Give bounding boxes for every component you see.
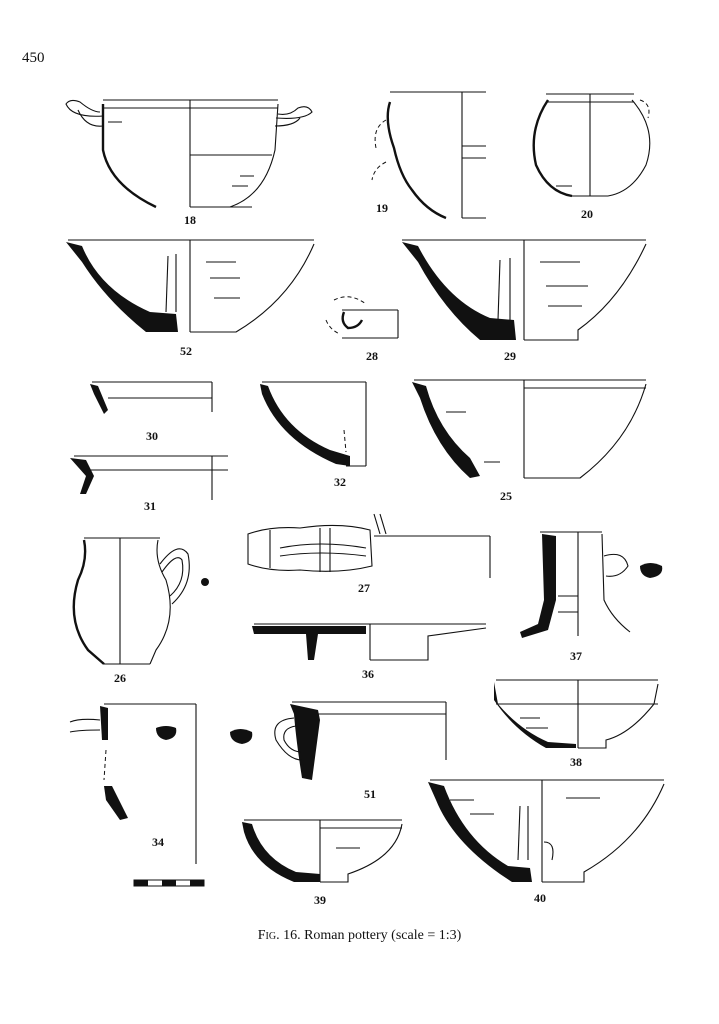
vessel-29-label: 29 <box>504 349 516 363</box>
vessel-29-drawing <box>402 239 647 341</box>
vessel-51-label: 51 <box>364 787 376 801</box>
vessel-30-drawing <box>90 381 213 414</box>
vessel-39-drawing <box>242 819 403 883</box>
vessel-37-drawing <box>520 531 663 638</box>
vessel-25-drawing <box>412 379 647 479</box>
vessel-40-drawing <box>428 779 665 883</box>
vessel-39-label: 39 <box>314 893 326 907</box>
vessel-30-label: 30 <box>146 429 158 443</box>
figure-number: Fig. 16. <box>257 928 301 943</box>
vessel-36-label: 36 <box>362 667 374 681</box>
vessel-40-label: 40 <box>534 891 546 905</box>
page-number: 450 <box>22 50 45 66</box>
vessel-28-label: 28 <box>366 349 378 363</box>
vessel-31-label: 31 <box>144 499 156 513</box>
vessel-32-label: 32 <box>334 475 346 489</box>
figure-caption: Fig. 16. Roman pottery (scale = 1:3) <box>0 928 719 944</box>
vessel-36-drawing <box>252 623 487 661</box>
vessel-34-drawing <box>69 703 197 864</box>
scale-bar <box>133 879 205 887</box>
vessel-18-label: 18 <box>184 213 196 227</box>
vessel-27-label: 27 <box>358 581 370 595</box>
vessel-38-drawing <box>494 679 659 749</box>
vessel-18-drawing <box>65 99 313 209</box>
vessel-26-label: 26 <box>114 671 126 685</box>
figure-caption-text: Roman pottery (scale = 1:3) <box>300 928 462 943</box>
vessel-38-label: 38 <box>570 755 582 769</box>
vessel-52-drawing <box>66 239 315 333</box>
vessel-20-label: 20 <box>581 207 593 221</box>
vessel-32-drawing <box>260 381 367 467</box>
vessel-25-label: 25 <box>500 489 512 503</box>
vessel-51-drawing <box>230 701 447 780</box>
vessel-19-drawing <box>371 91 486 220</box>
vessel-26-drawing <box>72 537 209 665</box>
vessel-28-drawing <box>325 296 399 339</box>
vessel-27-drawing <box>247 513 491 578</box>
vessel-37-label: 37 <box>570 649 582 663</box>
vessel-19-label: 19 <box>376 201 388 215</box>
vessel-31-drawing <box>70 455 228 500</box>
vessel-52-label: 52 <box>180 344 192 358</box>
vessel-20-drawing <box>532 93 651 198</box>
vessel-34-label: 34 <box>152 835 164 849</box>
